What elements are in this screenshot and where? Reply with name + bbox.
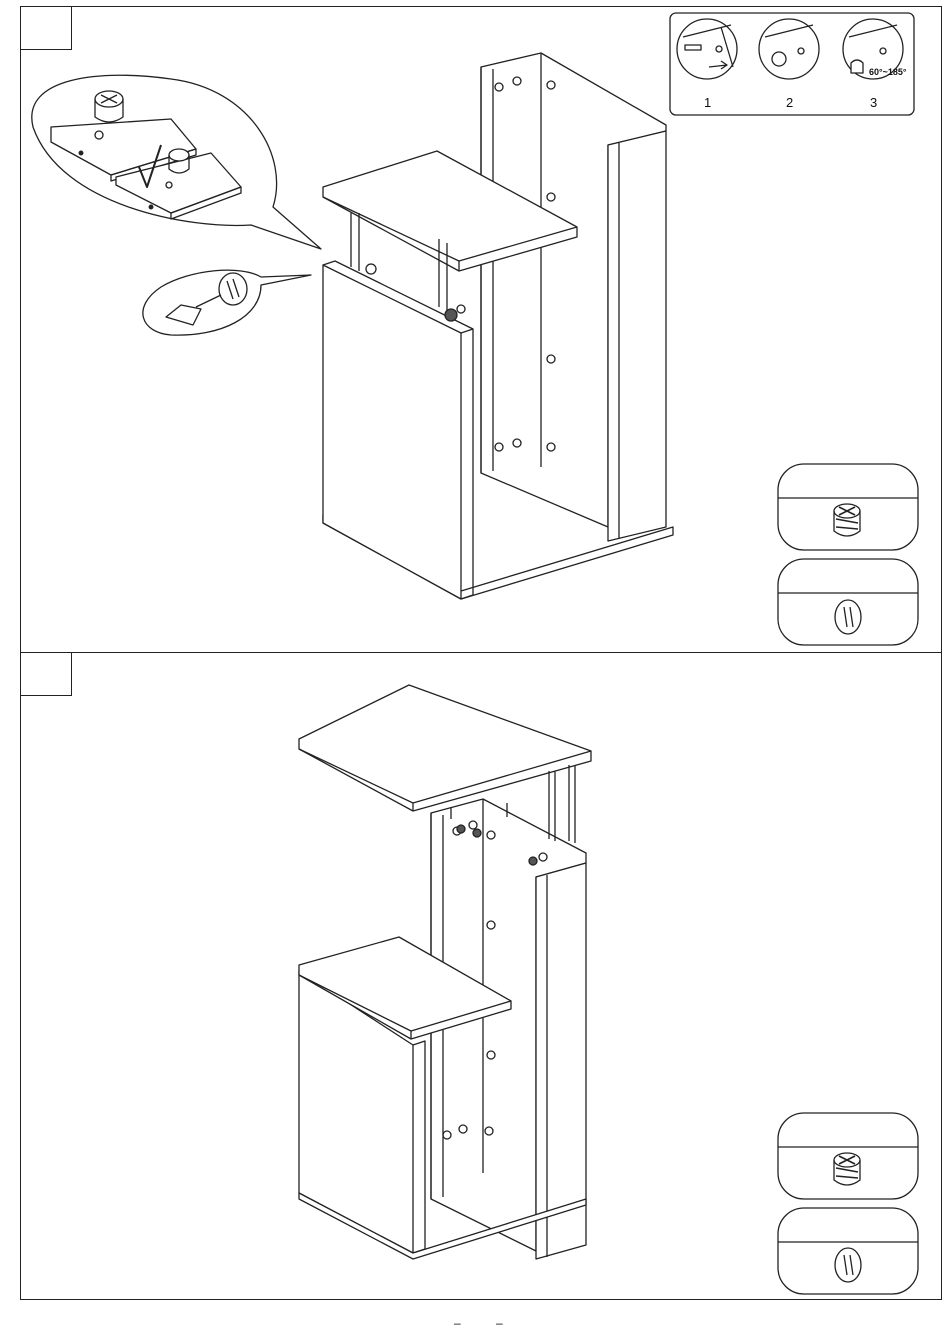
step-1-panel: 1 2 3 60°~185° (20, 6, 942, 654)
page-footer: – – (0, 1316, 950, 1340)
cam-cover-icon (835, 600, 861, 634)
cam-cover-icon (835, 1248, 861, 1282)
cam-lock-instruction-inset: 1 2 3 60°~185° (670, 13, 914, 115)
step-1-illustration: 1 2 3 60°~185° (21, 7, 943, 655)
cover-cap-callout (143, 270, 311, 335)
step-2-illustration (21, 653, 943, 1301)
step-2-panel (20, 652, 942, 1300)
rotation-angle-label: 60°~185° (869, 67, 907, 77)
footer-right-mark: – (496, 1316, 503, 1330)
footer-left-mark: – (454, 1316, 461, 1330)
cam-lock-callout (32, 75, 321, 249)
cabinet-assembly (299, 685, 591, 1259)
inset-label-1: 1 (704, 95, 711, 110)
cabinet-assembly (323, 53, 673, 599)
inset-label-2: 2 (786, 95, 793, 110)
inset-label-3: 3 (870, 95, 877, 110)
